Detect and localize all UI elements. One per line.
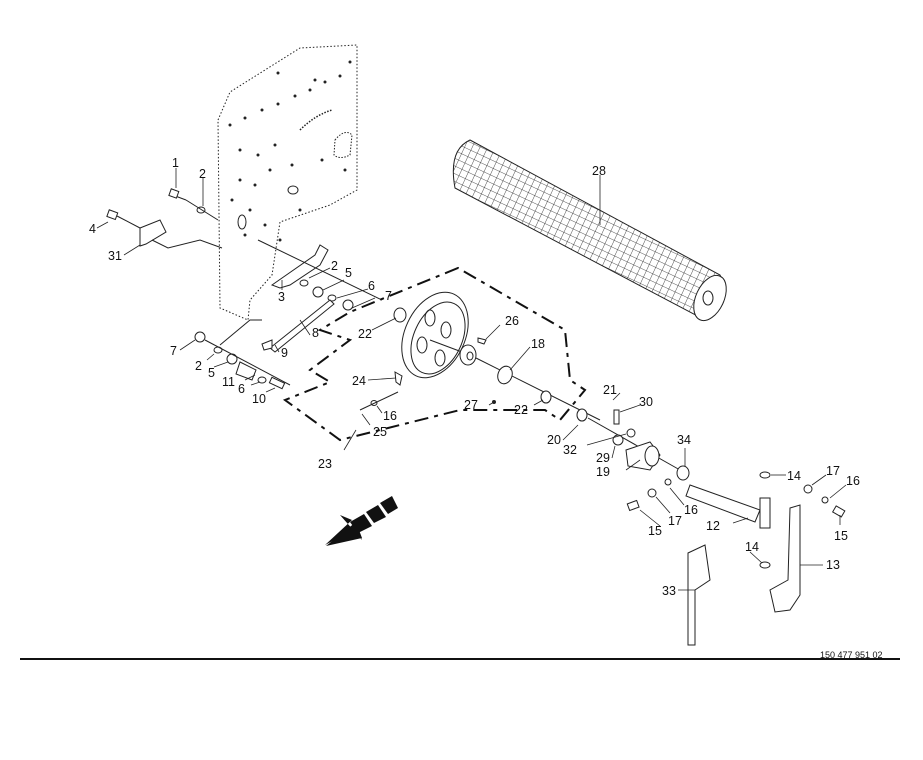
callout-25: 25 [373,425,387,439]
callout-2: 2 [331,259,338,273]
callout-1: 1 [172,156,179,170]
callout-4: 4 [89,222,96,236]
callout-27: 27 [464,398,478,412]
callout-11: 11 [222,375,235,389]
callout-12: 12 [706,519,720,533]
callout-16: 16 [684,503,698,517]
callout-10: 10 [252,392,266,406]
callout-8: 8 [312,326,319,340]
callout-5: 5 [208,366,215,380]
callout-16: 16 [846,474,860,488]
callout-6: 6 [368,279,375,293]
callout-22: 22 [514,403,528,417]
callout-26: 26 [505,314,519,328]
callout-33: 33 [662,584,676,598]
callout-20: 20 [547,433,561,447]
callout-13: 13 [826,558,840,572]
callout-16: 16 [383,409,397,423]
callout-2: 2 [195,359,202,373]
callout-34: 34 [677,433,691,447]
right-side-parts [576,408,846,646]
callout-28: 28 [592,164,606,178]
callout-2: 2 [199,167,206,181]
pulley-wheel [359,291,601,421]
callout-18: 18 [531,337,545,351]
callout-14: 14 [745,540,759,554]
callout-24: 24 [352,374,366,388]
callout-7: 7 [385,289,392,303]
document-number: 150 477 951 02 [820,650,883,660]
arrow-down-left-icon [325,496,398,546]
callout-32: 32 [563,443,577,457]
callout-9: 9 [281,346,288,360]
callout-19: 19 [596,465,610,479]
left-fastener-group [106,188,223,249]
callout-15: 15 [834,529,848,543]
callout-6: 6 [238,382,245,396]
callout-22: 22 [358,327,372,341]
callout-17: 17 [826,464,840,478]
leader-lines [96,168,847,591]
callout-21: 21 [603,383,617,397]
callout-14: 14 [787,469,801,483]
mid-fastener-group [194,239,407,390]
callout-labels: 1 2 4 31 3 2 5 6 7 8 9 22 7 2 5 11 6 10 … [89,156,860,598]
callout-31: 31 [108,249,122,263]
callout-29: 29 [596,451,610,465]
callout-7: 7 [170,344,177,358]
callout-3: 3 [278,290,285,304]
callout-5: 5 [345,266,352,280]
mesh-roller [452,139,727,322]
callout-30: 30 [639,395,653,409]
side-frame-panel [217,44,358,321]
callout-15: 15 [648,524,662,538]
callout-23: 23 [318,457,332,471]
callout-17: 17 [668,514,682,528]
assembly-boundary [282,266,587,442]
